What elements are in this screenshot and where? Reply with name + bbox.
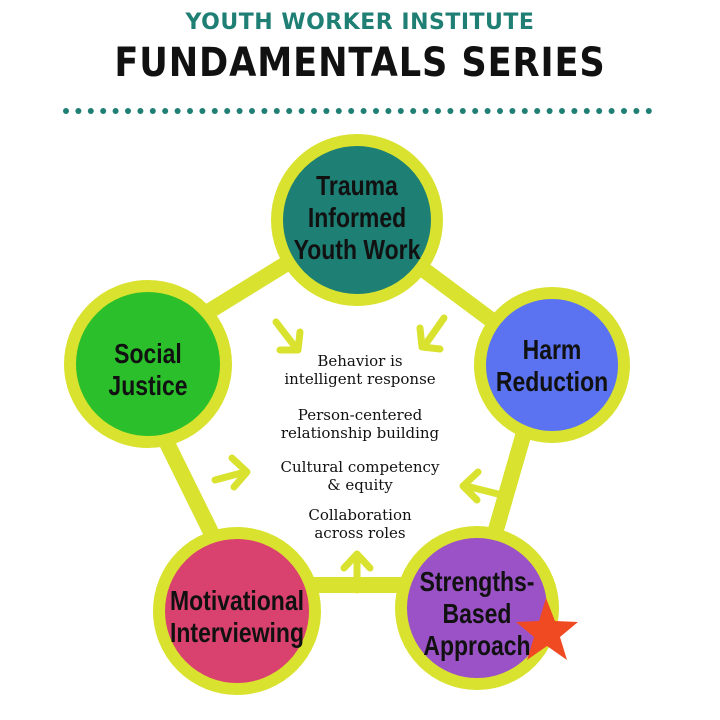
divider-dot xyxy=(311,108,317,114)
divider-dot xyxy=(112,108,119,114)
node-label-line: Motivational xyxy=(170,585,304,616)
divider-dot xyxy=(472,108,479,114)
node-label-line: Interviewing xyxy=(170,617,304,648)
divider-dot xyxy=(633,108,640,114)
node-label-harm: Harm Reduction xyxy=(495,334,610,398)
node-circle-social xyxy=(64,280,232,448)
node-circle-harm xyxy=(474,287,630,443)
divider-dot xyxy=(559,108,565,114)
center-item-cultural: Cultural competency & equity xyxy=(240,458,480,494)
divider-dot xyxy=(174,108,181,114)
center-item-line: Collaboration xyxy=(308,506,412,524)
node-circle-trauma xyxy=(271,134,443,306)
divider-dot xyxy=(348,108,355,114)
divider-dot xyxy=(360,108,367,114)
node-label-line: Approach xyxy=(423,630,531,661)
node-label-line: Justice xyxy=(108,370,188,401)
node-circle-strengths xyxy=(395,526,559,690)
divider-dot xyxy=(162,108,169,114)
divider-dot xyxy=(621,108,627,114)
header-subtitle: YOUTH WORKER INSTITUTE xyxy=(185,10,535,35)
node-label-line: Youth Work xyxy=(293,234,421,265)
divider-dot xyxy=(571,108,578,114)
divider-dot xyxy=(521,108,528,114)
node-label-line: Strengths- xyxy=(419,566,535,597)
divider-dot xyxy=(435,108,441,114)
divider-dot xyxy=(534,108,541,114)
divider-dot xyxy=(125,108,131,114)
node-label-social: Social Justice xyxy=(91,338,206,402)
divider-dot xyxy=(187,108,193,114)
node-label-line: Based xyxy=(442,598,512,629)
divider-dot xyxy=(323,108,330,114)
node-label-trauma: Trauma Informed Youth Work xyxy=(291,170,422,266)
divider-dot xyxy=(100,108,107,114)
divider-dot xyxy=(261,108,268,114)
divider-dot xyxy=(410,108,417,114)
divider-dot xyxy=(63,108,69,114)
center-item-behavior: Behavior is intelligent response xyxy=(240,352,480,388)
dotted-divider xyxy=(63,108,652,114)
node-label-line: Social xyxy=(114,338,182,369)
divider-dot xyxy=(298,108,305,114)
divider-dot xyxy=(286,108,293,114)
node-circle-motivational xyxy=(153,527,321,695)
divider-dot xyxy=(199,108,206,114)
node-label-strengths: Strengths- Based Approach xyxy=(411,566,542,662)
divider-dot xyxy=(373,108,379,114)
divider-dot xyxy=(236,108,243,114)
divider-dot xyxy=(211,108,218,114)
divider-dot xyxy=(596,108,603,114)
divider-dot xyxy=(149,108,156,114)
center-item-person-centered: Person-centered relationship building xyxy=(240,406,480,442)
divider-dot xyxy=(608,108,615,114)
arrow-icon-right xyxy=(459,468,502,504)
divider-dot xyxy=(497,108,503,114)
divider-dot xyxy=(509,108,516,114)
center-item-line: relationship building xyxy=(280,424,440,442)
star-icon xyxy=(516,598,578,660)
divider-dot xyxy=(137,108,144,114)
divider-dot xyxy=(224,108,231,114)
divider-dot xyxy=(447,108,454,114)
center-item-line: Cultural competency xyxy=(280,458,440,476)
center-item-line: & equity xyxy=(327,476,393,494)
center-item-line: intelligent response xyxy=(284,370,436,388)
divider-dot xyxy=(87,108,94,114)
arrow-icon-left xyxy=(211,454,251,491)
arrow-icon-top-left xyxy=(272,318,304,354)
header-title: FUNDAMENTALS SERIES xyxy=(114,40,606,86)
center-item-collaboration: Collaboration across roles xyxy=(240,506,480,542)
divider-dot xyxy=(75,108,82,114)
node-label-line: Harm xyxy=(522,334,582,365)
divider-dot xyxy=(249,108,255,114)
divider-dot xyxy=(273,108,280,114)
center-item-line: Person-centered xyxy=(297,406,423,424)
divider-dot xyxy=(546,108,553,114)
divider-dot xyxy=(459,108,466,114)
node-label-line: Reduction xyxy=(495,366,609,397)
divider-dot xyxy=(385,108,392,114)
divider-dot xyxy=(583,108,590,114)
node-label-motivational: Motivational Interviewing xyxy=(163,585,311,649)
center-item-line: across roles xyxy=(314,524,406,542)
divider-dot xyxy=(484,108,491,114)
node-label-line: Trauma xyxy=(316,170,398,201)
node-label-line: Informed xyxy=(307,202,407,233)
arrow-icon-top-right xyxy=(416,314,448,353)
divider-dot xyxy=(397,108,404,114)
divider-dot xyxy=(335,108,342,114)
arrow-icon-bottom xyxy=(340,550,374,594)
divider-dot xyxy=(422,108,429,114)
center-item-line: Behavior is xyxy=(317,352,403,370)
divider-dot xyxy=(645,108,652,114)
